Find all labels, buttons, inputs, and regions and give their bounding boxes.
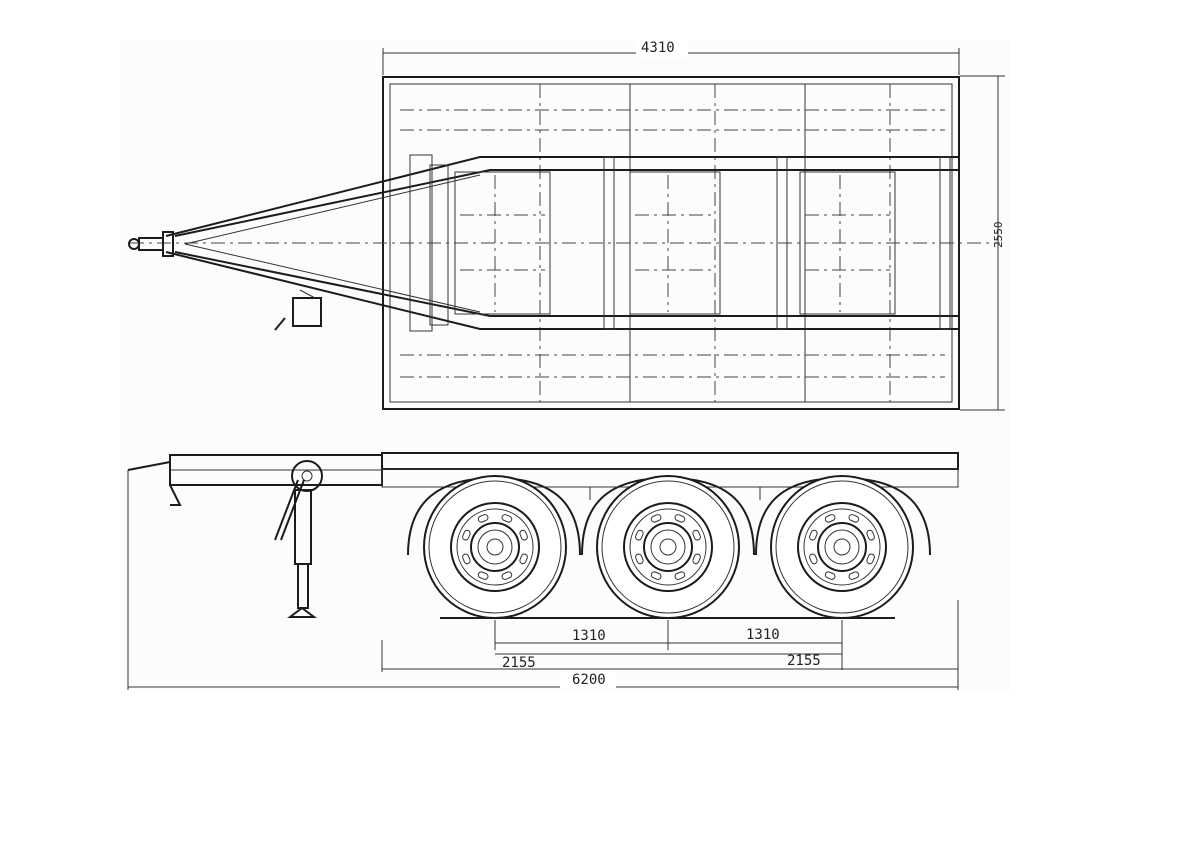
- side-view: [127, 452, 959, 618]
- dim-overhang-front: 2155: [502, 655, 536, 671]
- width-dimension: 2550: [960, 75, 1005, 411]
- dim-deck-length: 4310: [641, 40, 675, 56]
- dim-total-length: 6200: [572, 672, 606, 688]
- wheel-1: [423, 475, 567, 619]
- axle-plates: [454, 171, 896, 315]
- deck-length-dimension: 4310: [382, 38, 960, 75]
- wheel-2: [596, 475, 740, 619]
- lower-beam: [165, 251, 958, 330]
- wheels: [423, 475, 914, 619]
- side-dimensions: 1310 1310 2155 2155 6200: [127, 470, 959, 690]
- dim-axle-spacing-1: 1310: [572, 628, 606, 644]
- dim-width: 2550: [992, 222, 1005, 249]
- jack-plan: [292, 297, 322, 327]
- upper-beam: [165, 156, 958, 237]
- wheel-3: [770, 475, 914, 619]
- landing-gear: [274, 460, 323, 618]
- dim-axle-spacing-2: 1310: [746, 627, 780, 643]
- dim-overhang-rear: 2155: [787, 653, 821, 669]
- plan-view: [128, 76, 1000, 410]
